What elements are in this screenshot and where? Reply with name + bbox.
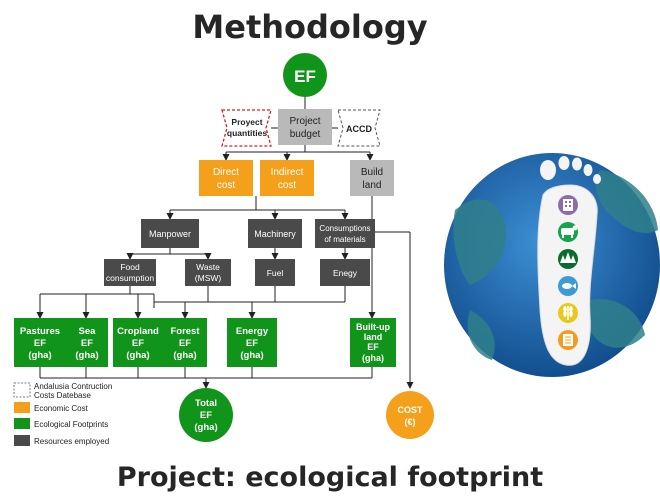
building-icon [558, 195, 578, 215]
svg-text:(gha): (gha) [240, 350, 263, 361]
trees-icon [558, 249, 578, 269]
manpower-node: Manpower [141, 219, 199, 248]
svg-text:Proyect: Proyect [231, 117, 262, 127]
svg-text:(gha): (gha) [75, 350, 98, 361]
svg-text:EF: EF [34, 338, 46, 349]
sea-ef-node: Sea EF (gha) [66, 318, 108, 367]
svg-text:EF: EF [179, 338, 191, 349]
svg-text:land: land [364, 332, 383, 342]
svg-text:Economic Cost: Economic Cost [34, 404, 89, 413]
svg-text:(gha): (gha) [194, 422, 217, 433]
svg-text:EF: EF [367, 342, 379, 352]
legend-ecological: Ecological Footprints [14, 418, 108, 429]
svg-text:Enegy: Enegy [333, 268, 358, 278]
svg-text:EF: EF [200, 410, 212, 421]
svg-text:Build: Build [361, 167, 383, 178]
svg-text:Sea: Sea [79, 326, 97, 337]
svg-text:of materials: of materials [324, 235, 365, 244]
svg-text:(gha): (gha) [126, 350, 149, 361]
svg-text:land: land [363, 180, 382, 191]
waste-node: Waste (MSW) [185, 259, 231, 286]
svg-text:Built-up: Built-up [356, 322, 390, 332]
forest-ef-node: Forest EF (gha) [163, 318, 207, 367]
svg-text:Ecological Footprints: Ecological Footprints [34, 420, 108, 429]
svg-text:Andalusia Contruction: Andalusia Contruction [34, 382, 112, 391]
fuel-node: Fuel [255, 259, 295, 286]
svg-text:Fuel: Fuel [267, 268, 284, 278]
indirect-cost-node: Indirect cost [260, 160, 314, 196]
total-ef-node: Total EF (gha) [179, 388, 233, 442]
svg-text:EF: EF [132, 338, 144, 349]
svg-text:Cropland: Cropland [117, 326, 159, 337]
svg-text:Consumptions: Consumptions [319, 224, 370, 233]
svg-text:cost: cost [278, 180, 297, 191]
materials-node: Consumptions of materials [315, 219, 375, 248]
cow-icon [558, 222, 578, 242]
svg-text:Forest: Forest [170, 326, 200, 337]
svg-text:ACCD: ACCD [346, 124, 372, 134]
svg-text:Resources employed: Resources employed [34, 437, 109, 446]
cost-node: COST (€) [386, 391, 434, 439]
connector-lines [36, 96, 414, 389]
legend: Andalusia Contruction Costs Datebase Eco… [13, 382, 112, 446]
ef-top-label: EF [294, 67, 316, 86]
svg-text:(gha): (gha) [173, 350, 196, 361]
globe-footprint-image [444, 153, 660, 377]
slide-footer-title: Project: ecological footprint [116, 462, 544, 493]
svg-text:quantities: quantities [227, 128, 267, 138]
pastures-ef-node: Pastures EF (gha) [14, 318, 66, 367]
svg-text:Machinery: Machinery [254, 229, 296, 239]
legend-economic: Economic Cost [14, 402, 89, 413]
svg-text:(€): (€) [405, 417, 416, 427]
slide-title: Methodology [192, 8, 428, 46]
svg-text:Costs Datebase: Costs Datebase [34, 391, 91, 400]
builtup-ef-node: Built-up land EF (gha) [350, 318, 396, 367]
project-quantities-node: Proyect quantities [221, 109, 272, 147]
svg-text:Pastures: Pastures [20, 326, 60, 337]
food-consumption-node: Food consumption [104, 259, 156, 286]
svg-text:COST: COST [397, 405, 423, 415]
svg-text:Direct: Direct [213, 167, 239, 178]
accd-node: ACCD [337, 109, 381, 147]
svg-text:Energy: Energy [236, 326, 269, 337]
energy-input-node: Enegy [320, 259, 370, 286]
project-budget-node: Project budget [278, 109, 332, 145]
fish-icon [558, 276, 578, 296]
svg-text:Manpower: Manpower [149, 229, 191, 239]
energy-ef-node: Energy EF (gha) [227, 318, 277, 367]
legend-accd: Andalusia Contruction Costs Datebase [13, 382, 112, 400]
svg-text:Project: Project [289, 116, 320, 127]
svg-text:cost: cost [217, 180, 236, 191]
machinery-node: Machinery [248, 219, 302, 248]
svg-text:Indirect: Indirect [271, 167, 304, 178]
svg-text:consumption: consumption [106, 273, 154, 283]
svg-text:budget: budget [290, 129, 321, 140]
svg-text:(gha): (gha) [362, 353, 384, 363]
svg-text:(gha): (gha) [28, 350, 51, 361]
build-land-node: Build land [350, 160, 394, 196]
ef-top-node: EF [283, 53, 327, 97]
svg-text:Food: Food [120, 262, 140, 272]
direct-cost-node: Direct cost [199, 160, 253, 196]
svg-text:Total: Total [195, 398, 217, 409]
document-icon [558, 330, 578, 350]
svg-text:EF: EF [81, 338, 93, 349]
svg-text:EF: EF [246, 338, 258, 349]
methodology-diagram: EF Proyect quantities Project budget ACC… [13, 53, 660, 446]
legend-resources: Resources employed [14, 435, 109, 446]
wheat-icon [558, 303, 578, 323]
cropland-ef-node: Cropland EF (gha) [113, 318, 163, 367]
svg-text:Waste: Waste [196, 262, 220, 272]
svg-text:(MSW): (MSW) [195, 273, 222, 283]
foot-icon [537, 184, 598, 366]
